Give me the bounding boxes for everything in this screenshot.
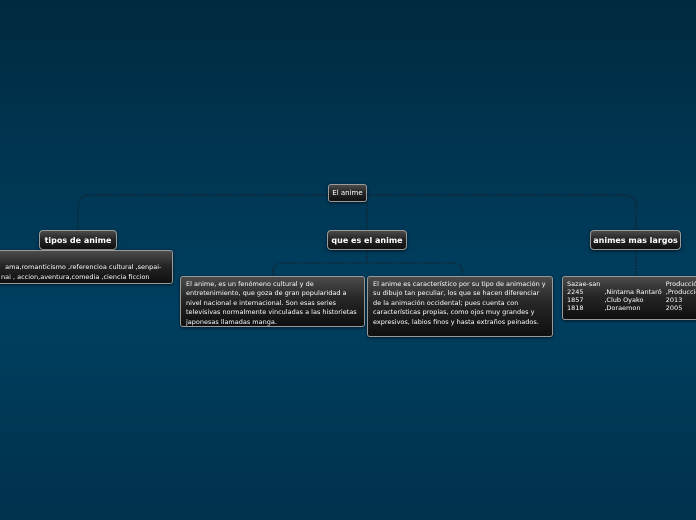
longest-anime-table: Sazae-san Producción 2245 ,Nintama Ranta… (567, 280, 696, 312)
table-row: 1818 ,Doraemon 2005 (567, 304, 696, 312)
subtopic-longest-anime-table[interactable]: Sazae-san Producción 2245 ,Nintama Ranta… (562, 276, 696, 320)
table-cell: Sazae-san (567, 280, 601, 288)
table-cell: 2005 (665, 304, 683, 312)
subtopic-definition-text: El anime, es un fenómeno cultural y de e… (186, 280, 357, 326)
topic-tipos-label: tipos de anime (44, 235, 112, 245)
table-cell: ,Doraemon (604, 304, 641, 312)
table-cell: 2013 (665, 296, 683, 304)
topic-animes-mas-largos[interactable]: animes mas largos (590, 230, 681, 250)
connector-center-to-tipos (77, 194, 328, 230)
table-row: 1857 ,Club Oyako 2013 (567, 296, 696, 304)
table-row: 2245 ,Nintama Rantarō ,Producción (567, 288, 696, 296)
table-cell: 2245 (567, 288, 584, 296)
subtopic-characteristics-text: El anime es característico por su tipo d… (373, 280, 546, 326)
table-cell: 1857 (567, 296, 584, 304)
subtopic-tipos-text: ama,romanticismo ,referencioa cultural ,… (1, 263, 162, 283)
central-topic-el-anime[interactable]: El anime (328, 184, 367, 202)
subtopic-definition[interactable]: El anime, es un fenómeno cultural y de e… (180, 276, 365, 327)
table-cell: ,Club Oyako (604, 296, 644, 304)
topic-que-es-el-anime[interactable]: que es el anime (327, 230, 407, 250)
central-topic-label: El anime (332, 189, 363, 197)
connector-center-to-mas (367, 194, 637, 230)
table-cell: ,Producción (665, 288, 696, 296)
table-cell: 1818 (567, 304, 584, 312)
topic-mas-largos-label: animes mas largos (593, 235, 678, 245)
table-cell: Producción (665, 280, 696, 288)
subtopic-characteristics[interactable]: El anime es característico por su tipo d… (367, 276, 553, 337)
table-cell: ,Nintama Rantarō (604, 288, 662, 296)
topic-que-label: que es el anime (331, 235, 403, 245)
connector-que-to-car (367, 262, 463, 276)
topic-tipos-de-anime[interactable]: tipos de anime (39, 230, 117, 250)
table-cell (604, 280, 665, 288)
subtopic-tipos-list[interactable]: ama,romanticismo ,referencioa cultural ,… (0, 250, 173, 284)
connector-que-to-def (272, 250, 368, 276)
table-row: Sazae-san Producción (567, 280, 696, 288)
